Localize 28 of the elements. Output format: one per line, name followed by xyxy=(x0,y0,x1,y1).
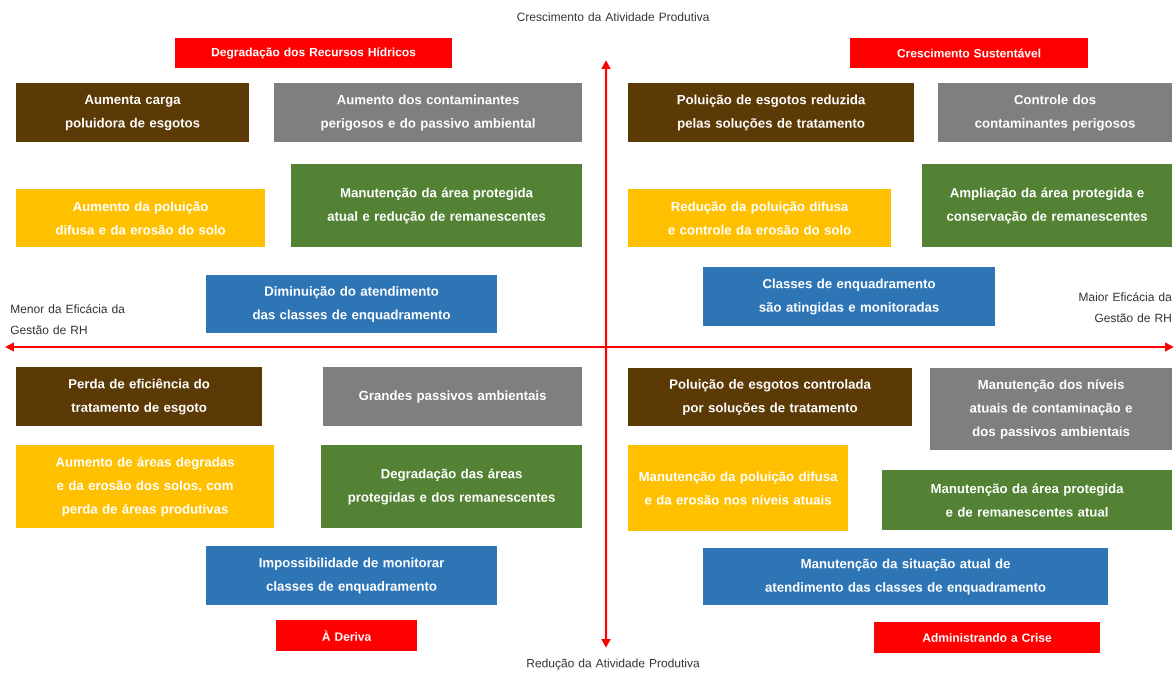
scenario-box: Aumenta carga poluidora de esgotos xyxy=(16,83,249,142)
axis-label: Menor da Eficácia da Gestão de RH xyxy=(10,304,125,335)
scenario-box: Poluição de esgotos controlada por soluções de tratamento xyxy=(628,368,912,426)
scenario-box: Redução da poluição difusa e controle da erosão do solo xyxy=(628,189,891,247)
quadrant-title: Crescimento Sustentável xyxy=(850,38,1088,68)
scenario-box: Manutenção da área protegida atual e redução de remanescentes xyxy=(291,164,582,247)
quadrant-title: À Deriva xyxy=(276,620,417,651)
scenario-box: Manutenção da situação atual de atendimento das classes de enquadramento xyxy=(703,548,1108,605)
scenario-box: Impossibilidade de monitorar classes de enquadramento xyxy=(206,546,497,605)
axis-label: Redução da Atividade Produtiva xyxy=(527,658,700,670)
scenario-box: Perda de eficiência do tratamento de esgoto xyxy=(16,367,262,426)
quadrant-title: Degradação dos Recursos Hídricos xyxy=(175,38,452,68)
scenario-box: Controle dos contaminantes perigosos xyxy=(938,83,1172,142)
scenario-box: Degradação das áreas protegidas e dos remanescentes xyxy=(321,445,582,528)
scenario-box: Diminuição do atendimento das classes de enquadramento xyxy=(206,275,497,333)
scenario-box: Ampliação da área protegida e conservação de remanescentes xyxy=(922,164,1172,247)
axis-label: Maior Eficácia da Gestão de RH xyxy=(1079,292,1172,323)
scenario-box: Aumento de áreas degradas e da erosão dos solos, com perda de áreas produtivas xyxy=(16,445,274,528)
axis-label: Crescimento da Atividade Produtiva xyxy=(517,12,710,21)
scenario-box: Aumento da poluição difusa e da erosão do solo xyxy=(16,189,265,247)
scenario-box: Manutenção dos níveis atuais de contaminação e dos passivos ambientais xyxy=(930,368,1172,450)
scenario-box: Manutenção da área protegida e de remanescentes atual xyxy=(882,470,1172,530)
scenario-box: Classes de enquadramento são atingidas e monitoradas xyxy=(703,267,995,326)
scenario-box: Poluição de esgotos reduzida pelas soluções de tratamento xyxy=(628,83,914,142)
scenario-box: Grandes passivos ambientais xyxy=(323,367,582,426)
scenario-box: Aumento dos contaminantes perigosos e do passivo ambiental xyxy=(274,83,582,142)
scenario-box: Manutenção da poluição difusa e da erosão nos níveis atuais xyxy=(628,445,848,531)
quadrant-title: Administrando a Crise xyxy=(874,622,1100,653)
